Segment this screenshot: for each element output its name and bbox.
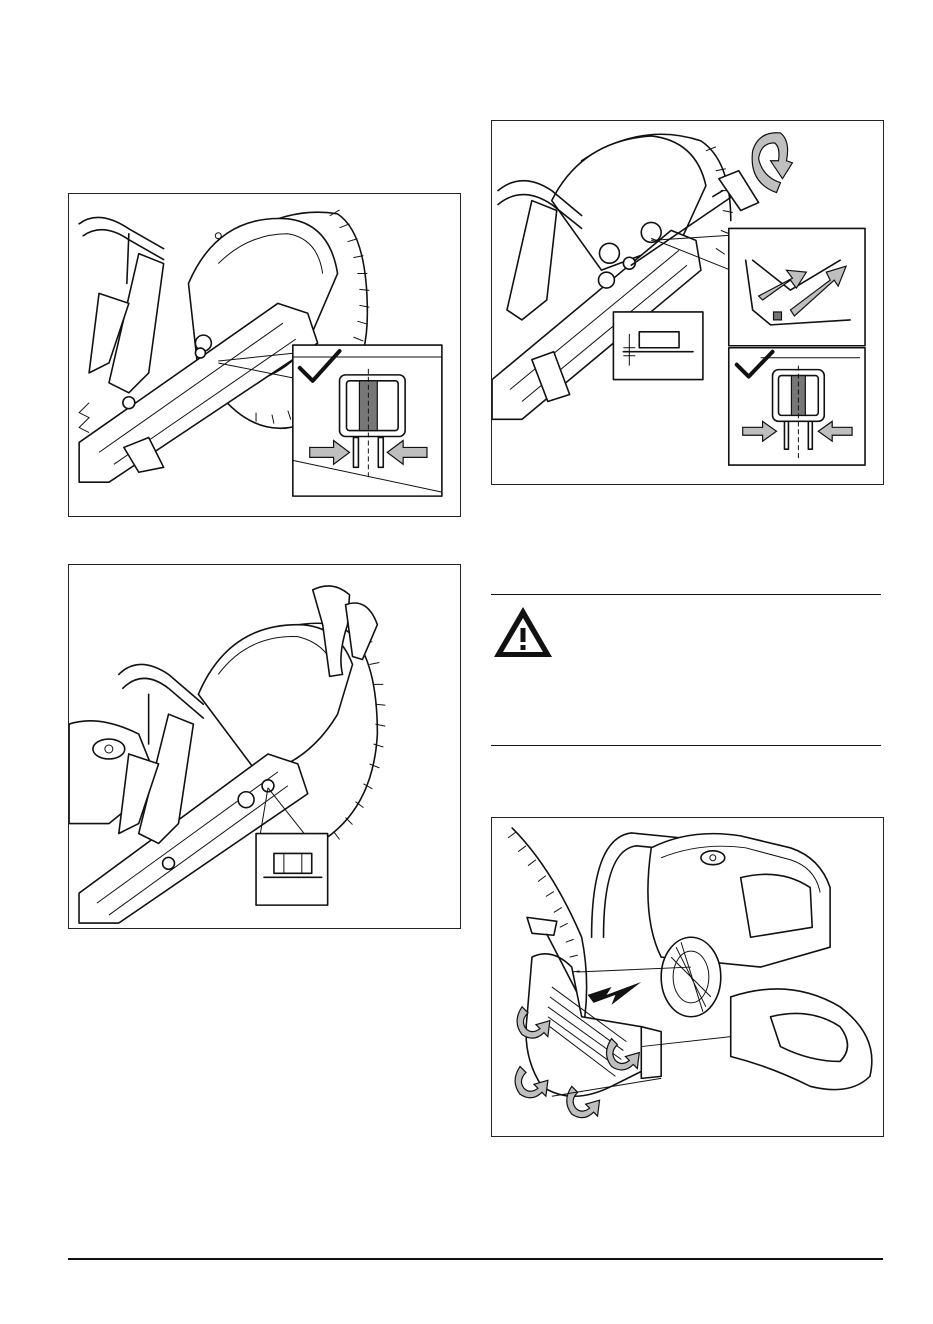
illustration-guard-nut [69, 565, 460, 928]
warning-bottom-rule [491, 745, 881, 746]
illustration-cutter-guard [69, 194, 460, 516]
warning-top-rule [491, 594, 881, 595]
illustration-starter-cover [492, 818, 883, 1136]
move-arrow-icon [588, 982, 642, 1005]
illustration-adjust-with-wrench [492, 121, 883, 484]
figure-guard-adjustment-check [68, 193, 461, 517]
footer-rule [68, 1258, 883, 1260]
warning-triangle-icon [492, 604, 554, 660]
rotate-arrow-icon [752, 133, 792, 193]
figure-guard-nut-tighten [68, 564, 461, 929]
figure-starter-cover-removal [491, 817, 884, 1137]
figure-guard-adjustment-tool [491, 120, 884, 485]
